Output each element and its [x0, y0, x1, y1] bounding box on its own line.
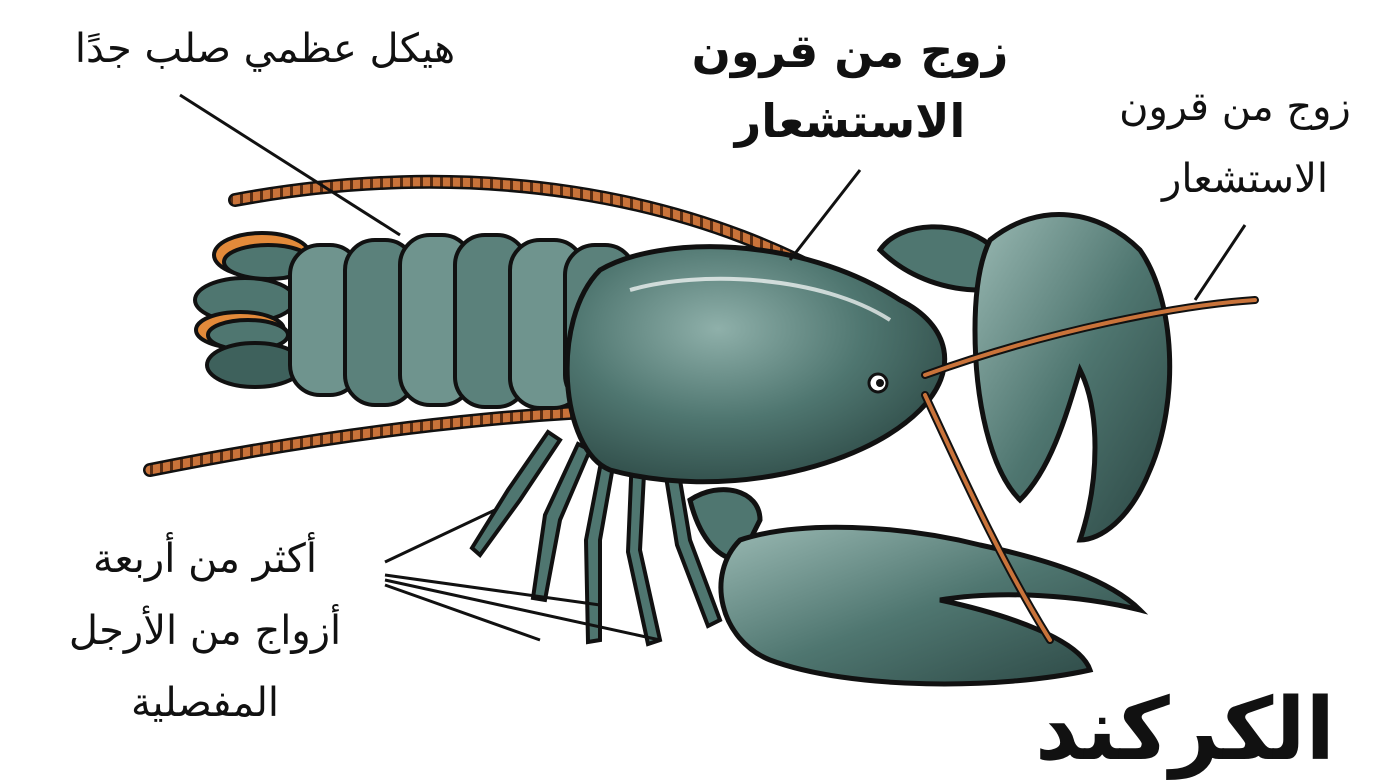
- label-legs-line3: المفصلية: [20, 674, 390, 732]
- label-antennae-bold-line1: زوج من قرون: [640, 20, 1060, 82]
- label-antennae-right-line2: الاستشعار: [1110, 150, 1380, 208]
- label-exoskeleton: هيكل عظمي صلب جدًا: [40, 20, 490, 78]
- carapace: [567, 247, 945, 482]
- label-antennae-right-line1: زوج من قرون: [1090, 78, 1380, 136]
- lower-claw: [690, 490, 1140, 684]
- label-legs-line1: أكثر من أربعة: [20, 530, 390, 588]
- page-title: الكركند: [1000, 680, 1370, 780]
- label-legs-line2: أزواج من الأرجل: [20, 602, 390, 660]
- label-antennae-bold-line2: الاستشعار: [640, 90, 1060, 152]
